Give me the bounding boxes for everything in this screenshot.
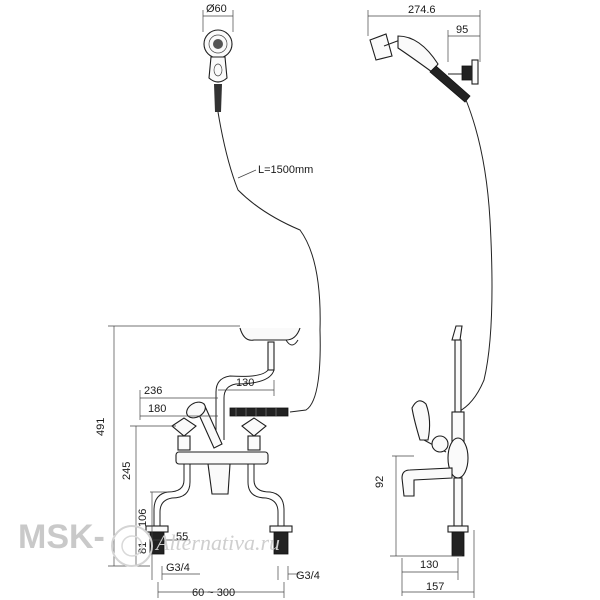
side-top-width-label: 274.6	[408, 4, 436, 16]
side-mixer-body	[401, 325, 469, 557]
dim-130-top-label: 130	[236, 377, 254, 389]
front-mixer-body	[145, 327, 301, 555]
height-81-label: 81	[137, 542, 149, 554]
dim-236-label: 236	[144, 385, 162, 397]
watermark-site: Alternativa.ru	[154, 530, 280, 555]
height-106-label: 106	[137, 509, 149, 527]
side-dim-130-label: 130	[420, 559, 438, 571]
center-range-label: 60 ~ 300	[192, 587, 235, 599]
dim-55-label: 55	[176, 531, 188, 543]
side-hose	[457, 99, 493, 413]
height-491-label: 491	[95, 418, 107, 436]
side-hand-shower	[367, 10, 481, 103]
watermark-brand: MSK-	[18, 518, 105, 556]
side-height-92-label: 92	[374, 476, 386, 488]
hose-length-label: L=1500mm	[258, 164, 313, 176]
side-dimension-lines	[390, 455, 475, 598]
thread-left-label: G3/4	[166, 562, 190, 574]
thread-right-label: G3/4	[296, 570, 320, 582]
front-hose	[217, 111, 321, 413]
dim-180-label: 180	[148, 403, 166, 415]
front-hand-shower	[202, 10, 234, 112]
side-dim-157-label: 157	[426, 581, 444, 593]
handset-diameter-label: Ø60	[206, 3, 227, 15]
height-245-label: 245	[121, 462, 133, 480]
side-top-offset-label: 95	[456, 24, 468, 36]
watermark-logo-icon	[111, 525, 153, 567]
front-dimension-lines	[108, 325, 300, 598]
